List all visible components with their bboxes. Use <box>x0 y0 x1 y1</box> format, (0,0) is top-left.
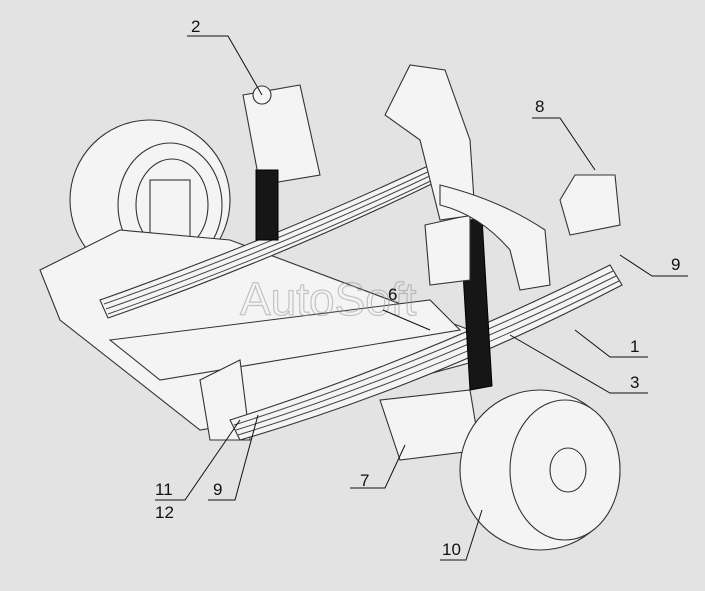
front-wheel-drum <box>459 389 621 551</box>
callout-1: 1 <box>630 337 639 356</box>
watermark-text: AutoSoft <box>240 273 417 325</box>
torsion-bar <box>439 184 551 291</box>
callout-12: 12 <box>155 503 174 522</box>
callout-6: 6 <box>388 285 397 304</box>
bracket-rear-left <box>384 64 476 221</box>
callout-7: 7 <box>360 471 369 490</box>
callout-9-left: 9 <box>213 480 222 499</box>
front-leaf-spring <box>229 264 623 441</box>
shock-absorber-rear <box>242 84 321 241</box>
callout-lines <box>155 35 688 561</box>
bracket-right <box>559 174 621 236</box>
callout-11: 11 <box>155 480 173 499</box>
callout-3: 3 <box>630 373 639 392</box>
callout-10: 10 <box>442 540 461 559</box>
callout-8: 8 <box>535 97 544 116</box>
callout-9-right: 9 <box>671 255 680 274</box>
callout-2: 2 <box>191 17 200 36</box>
